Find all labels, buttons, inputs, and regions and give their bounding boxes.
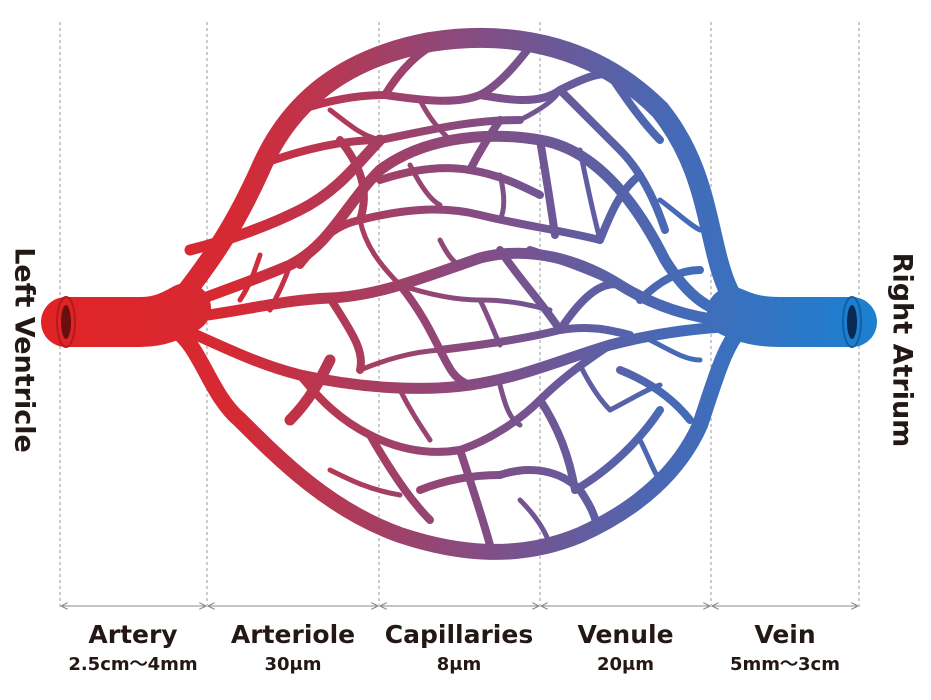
segment-venule: Venule 20μm: [540, 618, 711, 678]
segment-capillaries: Capillaries 8μm: [374, 618, 544, 678]
capillary: [327, 467, 403, 498]
vessel: [456, 446, 494, 549]
capillary: [637, 437, 663, 483]
vessel: [556, 86, 669, 234]
capillary: [357, 347, 443, 373]
capillary: [647, 337, 703, 363]
vessel: [326, 294, 365, 374]
guide-lines: [59, 22, 860, 608]
vessel: [376, 164, 544, 199]
segment-name: Vein: [754, 620, 816, 649]
vessel: [456, 341, 614, 454]
capillary: [577, 362, 613, 413]
vessel: [296, 216, 364, 269]
vessel: [436, 323, 634, 354]
capillary: [397, 387, 433, 443]
vessel: [336, 136, 368, 224]
capillary: [327, 107, 383, 143]
segment-name: Arteriole: [230, 620, 356, 649]
vessel: [366, 431, 434, 524]
vessel: [536, 136, 559, 239]
capillary: [267, 262, 293, 313]
vessel: [466, 116, 504, 174]
segment-name: Artery: [88, 620, 178, 649]
outer-vessel-bottom: [167, 322, 748, 560]
vessel: [596, 56, 664, 144]
segment-size: 30μm: [264, 654, 322, 675]
segment-size: 20μm: [596, 654, 655, 675]
vessel: [526, 246, 624, 289]
vessel: [416, 471, 504, 494]
vessel: [496, 466, 602, 534]
capillary: [437, 237, 483, 268]
capillary: [237, 252, 263, 303]
capillary: [517, 497, 553, 548]
left-ventricle-label: Left Ventricle: [8, 247, 40, 453]
segment-artery: Artery 2.5cm～4mm: [50, 618, 216, 678]
capillary: [407, 162, 443, 208]
segment-size: 2.5cm～4mm: [68, 654, 198, 675]
artery-trunk: [41, 283, 211, 347]
capillary: [417, 97, 453, 143]
segment-name: Capillaries: [384, 620, 534, 649]
capillary: [477, 297, 503, 348]
outer-vessel-top: [170, 27, 755, 322]
vessel: [616, 366, 694, 424]
capillary: [497, 172, 507, 223]
artery-lumen: [61, 305, 71, 339]
capillary: [607, 382, 663, 413]
vessel: [356, 205, 604, 244]
segment-size: 8μm: [436, 654, 482, 675]
vessel: [184, 134, 386, 256]
segment-name: Venule: [577, 620, 674, 649]
vessel: [496, 246, 564, 334]
right-atrium-label: Right Atrium: [886, 252, 918, 448]
vessel: [596, 171, 644, 244]
segment-arteriole: Arteriole 30μm: [207, 618, 379, 678]
segment-vein: Vein 5mm～3cm: [705, 618, 865, 678]
capillary: [577, 147, 603, 243]
capillary: [357, 217, 403, 288]
vein-lumen: [847, 305, 857, 339]
capillary: [497, 382, 523, 428]
capillary: [517, 87, 563, 123]
segment-size: 5mm～3cm: [730, 654, 840, 675]
vessel: [556, 280, 624, 334]
vessel-network: [41, 27, 877, 560]
capillary: [657, 197, 703, 233]
vessel: [636, 266, 704, 304]
vessel: [571, 406, 664, 494]
